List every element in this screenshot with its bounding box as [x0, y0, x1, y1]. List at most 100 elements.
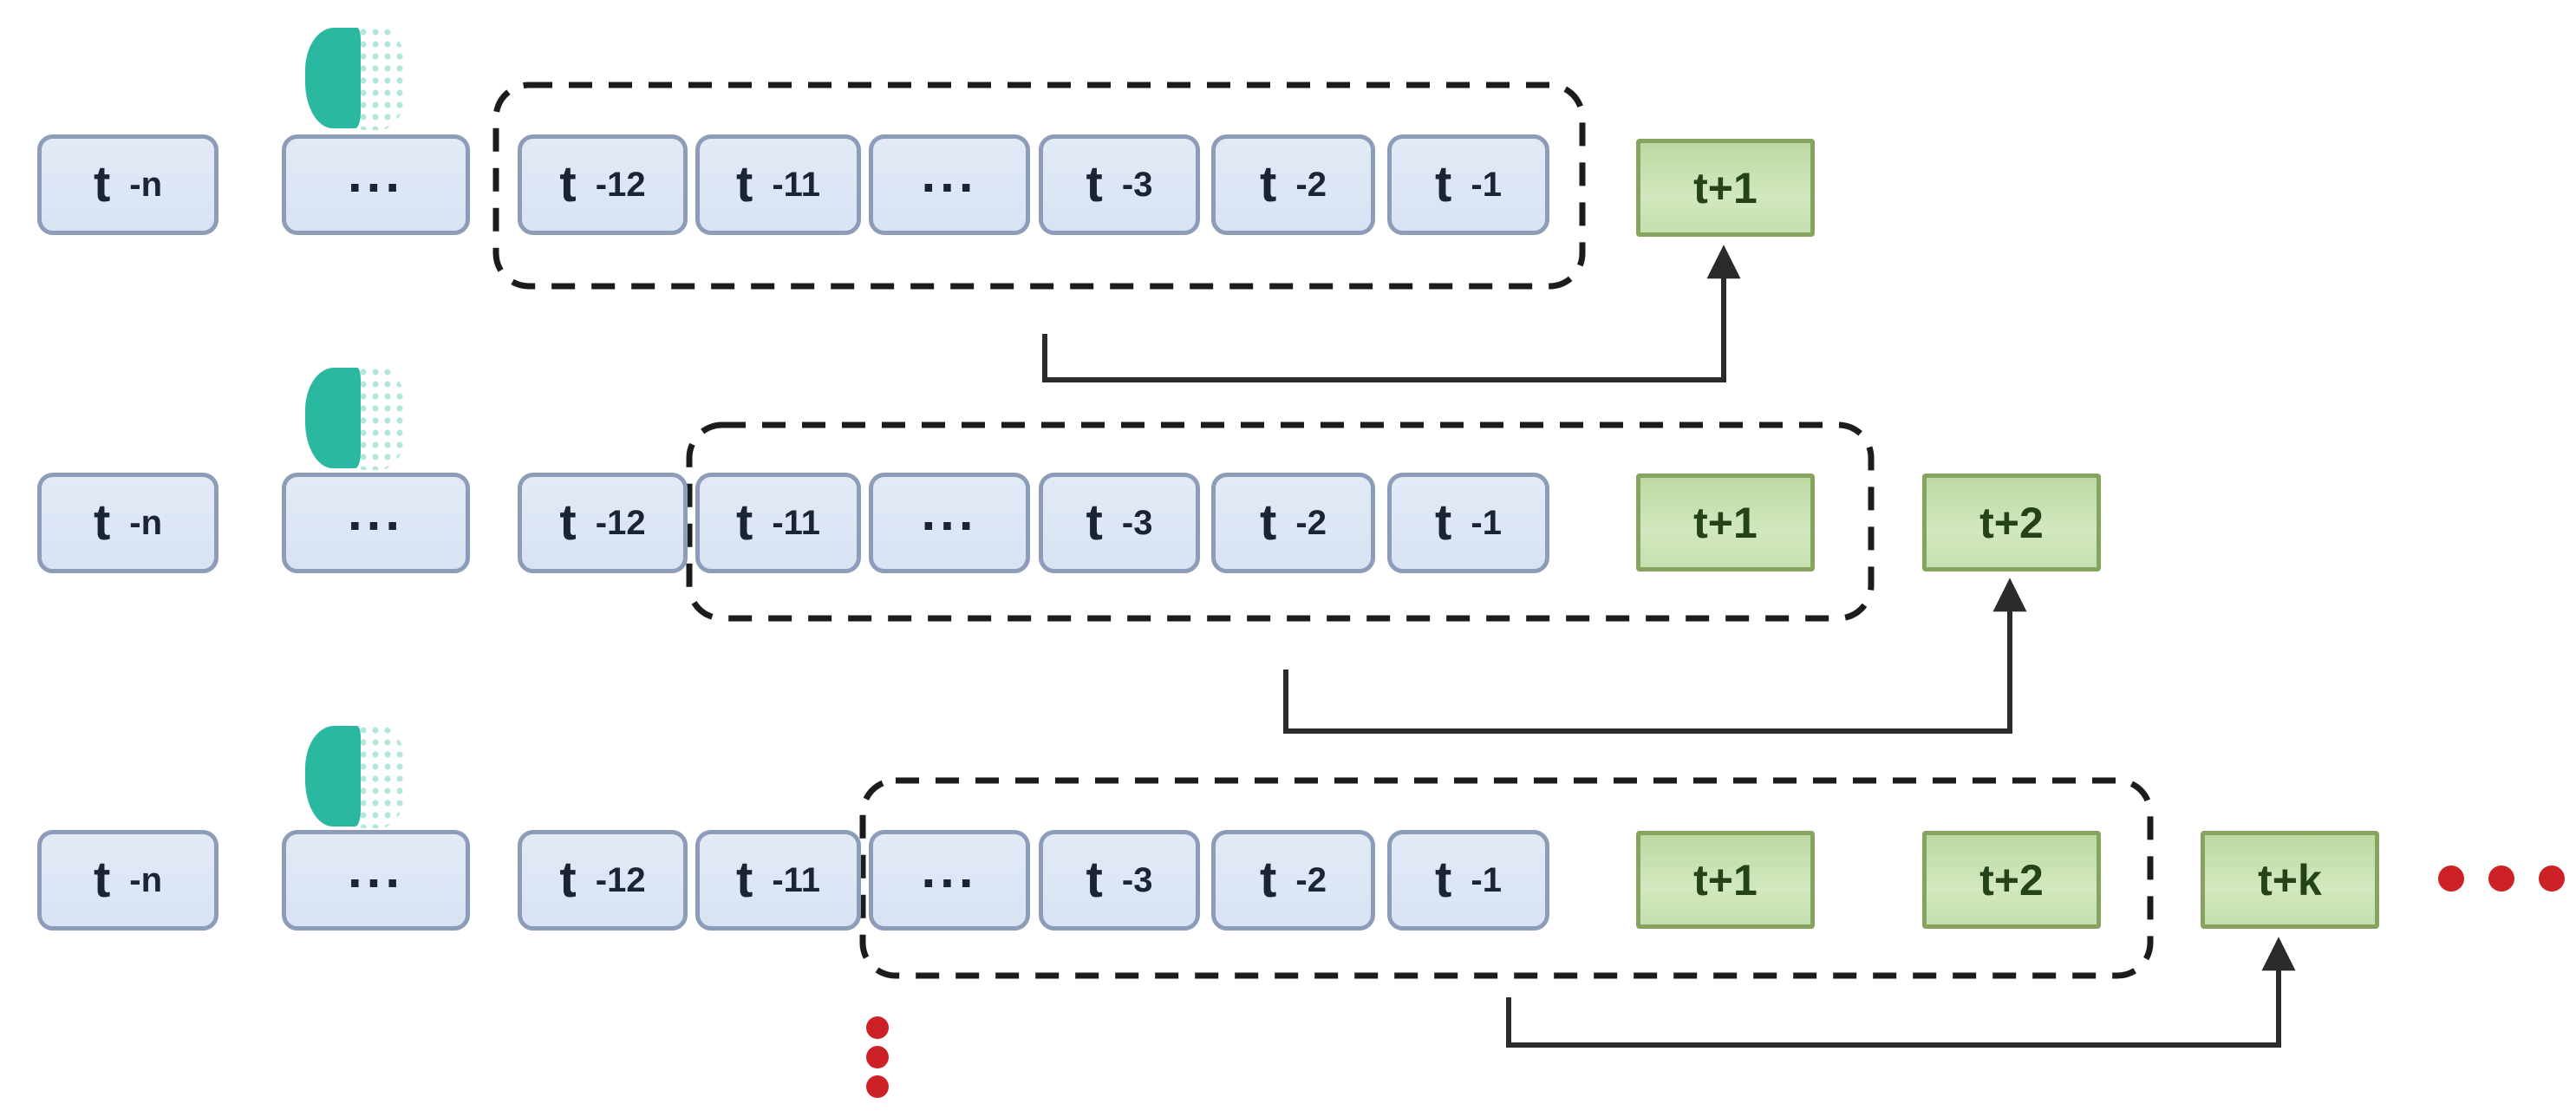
red-dot: [866, 1016, 889, 1039]
brain-right-hemisphere: [357, 724, 408, 828]
cell-label: t: [736, 494, 753, 551]
prediction-box-t+1: t+1: [1636, 474, 1815, 572]
history-box-t-2: t -2: [1211, 830, 1375, 931]
cell-sublabel: -11: [772, 504, 820, 542]
cell-sublabel: -n: [129, 504, 163, 542]
cell-sublabel: -3: [1121, 504, 1153, 542]
history-box-t-2: t -2: [1211, 473, 1375, 573]
brain-right-hemisphere: [357, 26, 408, 130]
brain-right-hemisphere: [357, 366, 408, 470]
cell-label: t: [93, 494, 111, 551]
prediction-label: t+1: [1693, 498, 1758, 547]
prediction-box-t+2: t+2: [1922, 474, 2101, 572]
history-box-t-11: t -11: [695, 134, 861, 235]
red-dot: [2539, 866, 2565, 892]
cell-label: t: [736, 852, 753, 908]
history-box-t-1: t -1: [1387, 473, 1549, 573]
prediction-arrow-3: [1506, 937, 2296, 1048]
prediction-arrow-1: [1042, 245, 1741, 382]
prediction-label: t+k: [2258, 855, 2322, 905]
cell-label: t: [559, 852, 577, 908]
cell-sublabel: -3: [1121, 166, 1153, 204]
history-box-t-12: t -12: [518, 473, 688, 573]
sliding-window-frame-1: [492, 82, 1586, 290]
prediction-box-t+2: t+2: [1922, 831, 2101, 929]
cell-label: ...: [921, 840, 978, 898]
prediction-arrow-2: [1283, 578, 2027, 734]
cell-label: ...: [347, 145, 404, 203]
cell-sublabel: -11: [772, 166, 820, 204]
history-box-t-11: t -11: [695, 830, 861, 931]
cell-label: t: [1435, 156, 1452, 212]
brain-left-hemisphere: [305, 368, 361, 468]
cell-label: t: [93, 852, 111, 908]
history-box-t-3: t -3: [1039, 473, 1200, 573]
horizontal-ellipsis-icon: [2438, 866, 2565, 892]
history-box-t-3: t -3: [1039, 134, 1200, 235]
history-box-t-2: t -2: [1211, 134, 1375, 235]
vertical-ellipsis-icon: [866, 1016, 889, 1098]
cell-label: t: [1260, 156, 1277, 212]
cell-sublabel: -11: [772, 861, 820, 899]
cell-label: ...: [921, 483, 978, 541]
brain-icon: [305, 364, 408, 472]
history-box-gap: ...: [869, 830, 1030, 931]
cell-label: t: [559, 494, 577, 551]
cell-label: ...: [347, 483, 404, 541]
cell-sublabel: -n: [129, 166, 163, 204]
history-box-gap: ...: [282, 473, 470, 573]
cell-sublabel: -2: [1295, 504, 1327, 542]
history-box-t-3: t -3: [1039, 830, 1200, 931]
history-box-gap: ...: [869, 473, 1030, 573]
brain-left-hemisphere: [305, 726, 361, 826]
cell-sublabel: -12: [595, 166, 646, 204]
brain-left-hemisphere: [305, 28, 361, 128]
cell-label: t: [1086, 494, 1103, 551]
cell-label: t: [1086, 852, 1103, 908]
brain-icon: [305, 722, 408, 830]
history-box-t-1: t -1: [1387, 830, 1549, 931]
history-box-gap: ...: [282, 830, 470, 931]
brain-icon: [305, 24, 408, 132]
cell-sublabel: -2: [1295, 861, 1327, 899]
cell-label: t: [736, 156, 753, 212]
cell-label: t: [1435, 494, 1452, 551]
history-box-t-12: t -12: [518, 830, 688, 931]
history-box-t-n: t -n: [37, 830, 218, 931]
red-dot: [2488, 866, 2514, 892]
cell-sublabel: -12: [595, 504, 646, 542]
cell-sublabel: -1: [1471, 861, 1502, 899]
cell-label: t: [1086, 156, 1103, 212]
prediction-label: t+1: [1693, 163, 1758, 212]
red-dot: [2438, 866, 2464, 892]
cell-sublabel: -n: [129, 861, 163, 899]
history-box-gap: ...: [282, 134, 470, 235]
prediction-label: t+2: [1979, 498, 2044, 547]
red-dot: [866, 1075, 889, 1098]
sliding-window-frame-3: [859, 777, 2154, 979]
cell-sublabel: -1: [1471, 504, 1502, 542]
prediction-box-t+k: t+k: [2201, 831, 2379, 929]
prediction-box-t+1: t+1: [1636, 831, 1815, 929]
cell-label: t: [1435, 852, 1452, 908]
history-box-t-11: t -11: [695, 473, 861, 573]
cell-label: t: [1260, 852, 1277, 908]
history-box-gap: ...: [869, 134, 1030, 235]
cell-label: t: [559, 156, 577, 212]
cell-sublabel: -12: [595, 861, 646, 899]
cell-label: t: [93, 156, 111, 212]
cell-sublabel: -2: [1295, 166, 1327, 204]
cell-label: ...: [347, 840, 404, 898]
cell-sublabel: -3: [1121, 861, 1153, 899]
history-box-t-n: t -n: [37, 473, 218, 573]
cell-label: ...: [921, 145, 978, 203]
history-box-t-1: t -1: [1387, 134, 1549, 235]
cell-label: t: [1260, 494, 1277, 551]
prediction-label: t+1: [1693, 855, 1758, 905]
red-dot: [866, 1046, 889, 1068]
cell-sublabel: -1: [1471, 166, 1502, 204]
history-box-t-12: t -12: [518, 134, 688, 235]
history-box-t-n: t -n: [37, 134, 218, 235]
